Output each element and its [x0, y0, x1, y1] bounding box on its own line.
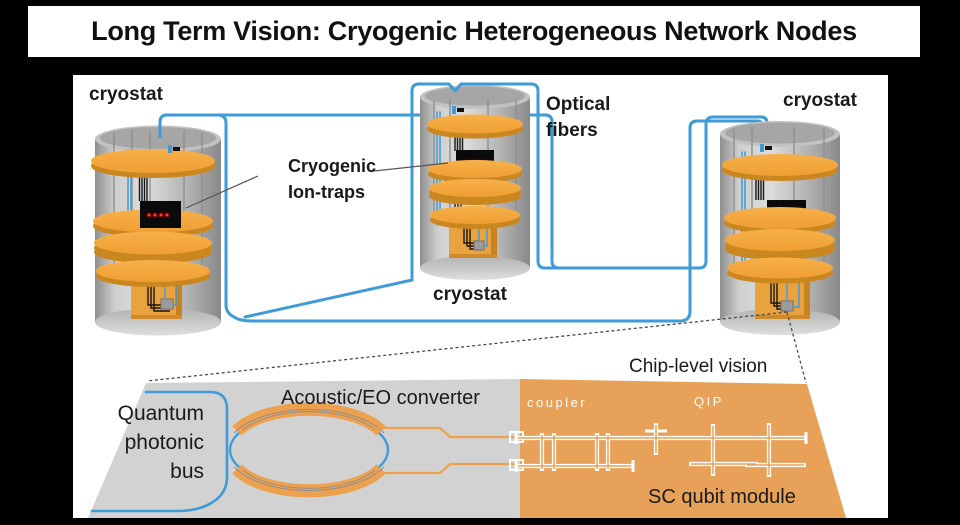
- label-optical-fibers-line1: Optical: [546, 94, 611, 115]
- label-cryostat-middle: cryostat: [433, 284, 507, 305]
- label-coupler: coupler: [527, 395, 588, 410]
- label-bus-line3: bus: [170, 460, 204, 483]
- label-bus-line2: photonic: [124, 431, 204, 454]
- label-chip-level-vision: Chip-level vision: [629, 356, 768, 377]
- label-optical-fibers-line2: fibers: [546, 120, 598, 141]
- label-cryostat-left: cryostat: [89, 84, 163, 105]
- label-qip: QIP: [694, 394, 724, 409]
- label-cryostat-right: cryostat: [783, 90, 857, 111]
- label-bus-line1: Quantum: [117, 402, 204, 425]
- label-ion-traps-line1: Cryogenic: [288, 156, 377, 176]
- label-quantum-photonic-bus: Quantum photonic bus: [96, 399, 204, 486]
- label-cryogenic-ion-traps: Cryogenic Ion-traps: [288, 153, 376, 205]
- label-optical-fibers: Optical fibers: [546, 92, 610, 144]
- label-ion-traps-line2: Ion-traps: [288, 182, 366, 202]
- page-title: Long Term Vision: Cryogenic Heterogeneou…: [91, 16, 857, 46]
- label-sc-qubit-module: SC qubit module: [648, 486, 796, 508]
- label-acoustic-eo-converter: Acoustic/EO converter: [281, 387, 480, 409]
- title-bar: Long Term Vision: Cryogenic Heterogeneou…: [28, 6, 920, 57]
